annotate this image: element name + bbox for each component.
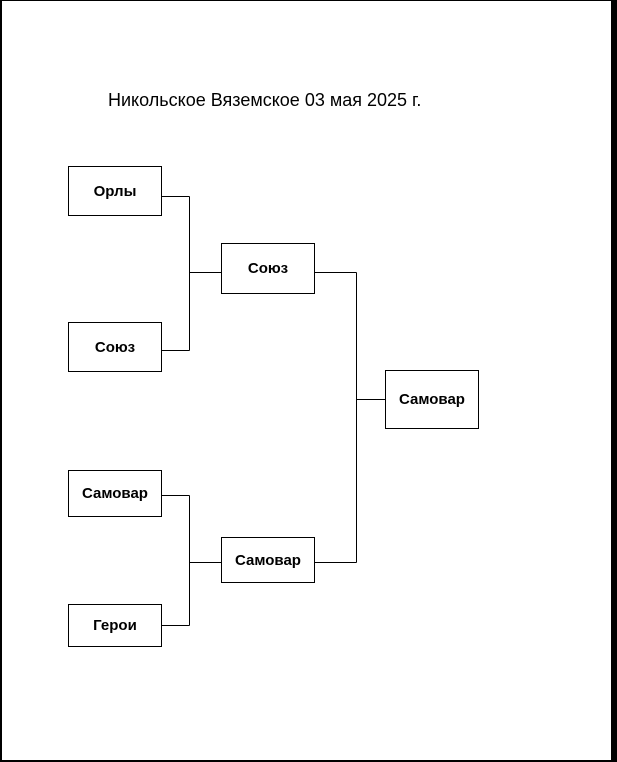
team-box-sf-1: Союз xyxy=(221,243,315,294)
team-box-sf-2: Самовар xyxy=(221,537,315,583)
team-box-r1-1: Орлы xyxy=(68,166,162,216)
team-box-r1-2: Союз xyxy=(68,322,162,372)
team-box-r1-3: Самовар xyxy=(68,470,162,517)
team-box-r1-4: Герои xyxy=(68,604,162,647)
page-title: Никольское Вяземское 03 мая 2025 г. xyxy=(108,90,422,110)
team-box-final: Самовар xyxy=(385,370,479,429)
